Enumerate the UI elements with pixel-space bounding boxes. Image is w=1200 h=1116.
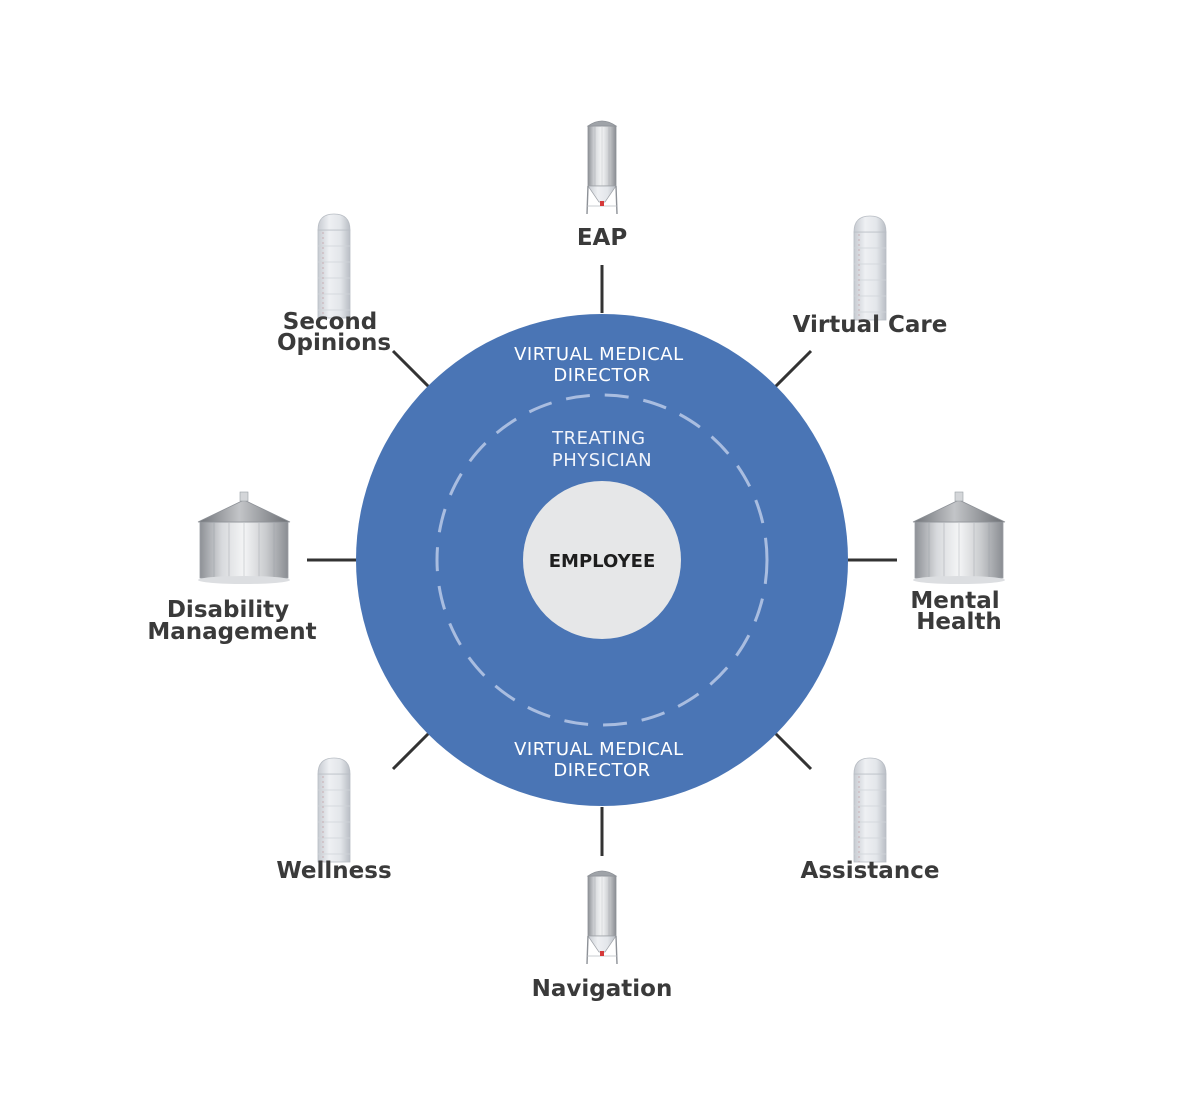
silo-label-assistance-line-1: Assistance xyxy=(801,858,940,884)
silo-label-mental-health: Mental Health xyxy=(910,588,1007,635)
connectors xyxy=(307,265,897,856)
silo-label-second-opinions-line-2: Opinions xyxy=(277,330,391,356)
silo-label-assistance: Assistance xyxy=(801,858,940,884)
silo-node-assistance: Assistance xyxy=(801,757,940,884)
silo-label-eap-line-1: EAP xyxy=(577,225,627,251)
narrow-silo-icon xyxy=(317,757,351,863)
connector-second-opinions xyxy=(391,349,431,389)
outer-ring-label-bottom: VIRTUAL MEDICAL DIRECTOR xyxy=(514,739,690,781)
inner-dashed-ring xyxy=(435,393,769,727)
silo-label-eap: EAP xyxy=(577,225,627,251)
silo-label-virtual-care-line-1: Virtual Care xyxy=(793,312,948,338)
narrow-silo-icon xyxy=(853,215,887,321)
silo-label-wellness-line-1: Wellness xyxy=(276,858,391,884)
silo-label-disability-management: Disability Management xyxy=(147,597,316,645)
silo-label-navigation: Navigation xyxy=(532,976,673,1002)
tall-feed-silo-icon xyxy=(586,870,618,965)
silo-node-virtual-care: Virtual Care xyxy=(793,215,948,338)
connector-assistance xyxy=(773,731,813,771)
inner-ring-label-line-1: TREATING xyxy=(551,428,646,449)
silo-label-wellness: Wellness xyxy=(276,858,391,884)
silo-label-second-opinions-line-1: Second xyxy=(283,309,377,335)
silo-label-virtual-care: Virtual Care xyxy=(793,312,948,338)
silo-label-mental-health-line-2: Health xyxy=(916,609,1002,635)
wide-grain-bin-icon xyxy=(197,491,291,585)
silo-node-eap: EAP xyxy=(577,120,627,251)
silo-label-second-opinions: Second Opinions xyxy=(277,309,391,356)
narrow-silo-icon xyxy=(317,213,351,319)
silo-node-second-opinions: Second Opinions xyxy=(277,213,391,356)
outer-ring-label-top-line-1: VIRTUAL MEDICAL xyxy=(514,344,684,365)
narrow-silo-icon xyxy=(853,757,887,863)
silo-node-wellness: Wellness xyxy=(276,757,392,884)
silo-label-navigation-line-1: Navigation xyxy=(532,976,673,1002)
outer-ring-label-bottom-line-2: DIRECTOR xyxy=(553,760,650,781)
outer-ring-label-bottom-line-1: VIRTUAL MEDICAL xyxy=(514,739,684,760)
silo-label-mental-health-line-1: Mental xyxy=(910,588,999,614)
outer-ring-label-top-line-2: DIRECTOR xyxy=(553,365,650,386)
center-label: EMPLOYEE xyxy=(549,551,656,572)
silo-label-disability-management-line-2: Management xyxy=(147,619,316,645)
connector-wellness xyxy=(391,731,431,771)
inner-ring-label: TREATING PHYSICIAN xyxy=(551,428,652,471)
silo-label-disability-management-line-1: Disability xyxy=(167,597,289,623)
outer-ring-label-top: VIRTUAL MEDICAL DIRECTOR xyxy=(514,344,690,386)
silo-node-mental-health: Mental Health xyxy=(910,491,1007,635)
connector-virtual-care xyxy=(773,349,813,389)
silo-node-disability-management: Disability Management xyxy=(147,491,317,645)
employee-center xyxy=(523,481,681,639)
tall-feed-silo-icon xyxy=(586,120,618,215)
silo-node-navigation: Navigation xyxy=(532,870,673,1002)
wide-grain-bin-icon xyxy=(912,491,1006,585)
inner-ring-label-line-2: PHYSICIAN xyxy=(552,450,652,471)
